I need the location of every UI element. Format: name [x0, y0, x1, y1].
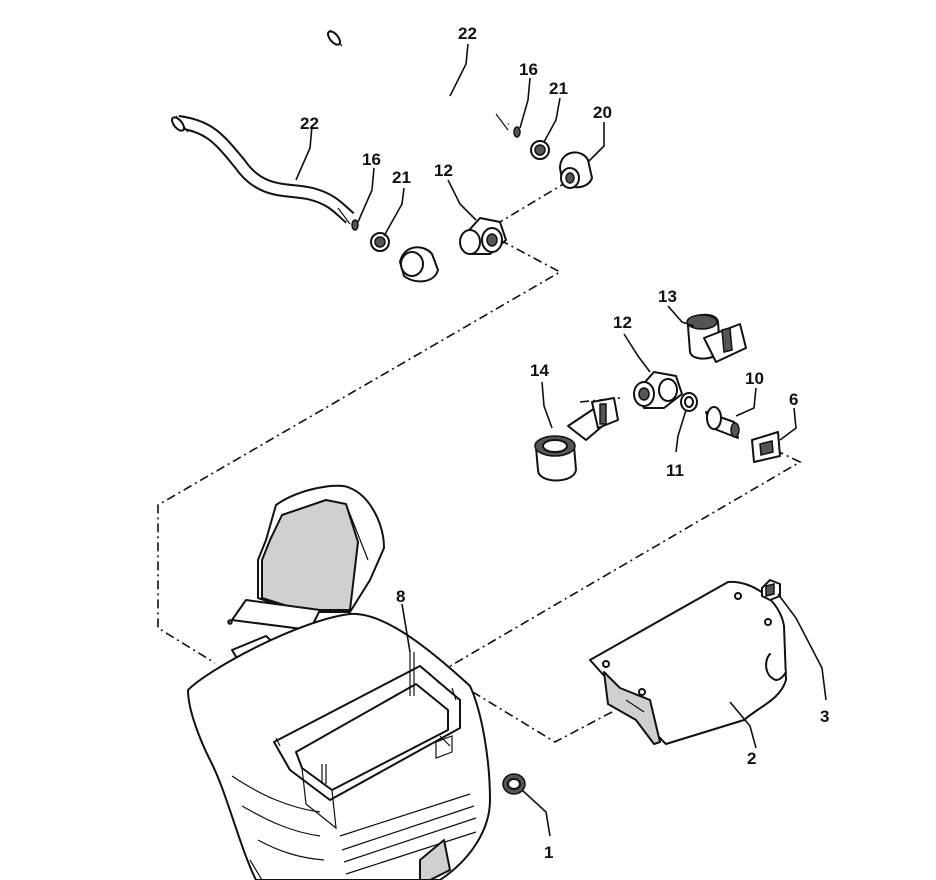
tee-12-upper	[459, 217, 507, 255]
connector-3	[761, 579, 781, 601]
callout-3: 3	[820, 707, 829, 726]
callout-20: 20	[593, 103, 612, 122]
callout-6: 6	[789, 390, 798, 409]
callout-1: 1	[544, 843, 553, 862]
callouts: 22 22 16 16 21 21 20 12 13 12 14 10 6 11…	[300, 24, 829, 862]
callout-22-upper: 22	[458, 24, 477, 43]
callout-8: 8	[396, 587, 405, 606]
gasket-6	[751, 431, 781, 463]
callout-14: 14	[530, 361, 549, 380]
ring-1	[502, 773, 526, 795]
o-ring-16-lower	[351, 219, 359, 231]
callout-12-middle: 12	[613, 313, 632, 332]
nut-21-lower	[370, 232, 390, 252]
tee-12-middle	[633, 371, 683, 409]
nut-21-upper	[530, 140, 550, 160]
ring-11	[680, 392, 698, 412]
machine-housing	[187, 484, 491, 880]
callout-10: 10	[745, 369, 764, 388]
callout-11: 11	[666, 461, 684, 480]
elbow-lower	[399, 246, 439, 283]
valve-14	[534, 397, 619, 482]
cover-2	[589, 580, 787, 745]
callout-21-lower: 21	[392, 168, 411, 187]
callout-13: 13	[658, 287, 677, 306]
valve-13	[686, 313, 747, 363]
elbow-20	[559, 151, 593, 189]
callout-16-upper: 16	[519, 60, 538, 79]
fitting-10	[705, 406, 740, 439]
o-ring-16-upper	[513, 126, 521, 138]
callout-16-lower: 16	[362, 150, 381, 169]
hose-22-upper	[327, 29, 511, 131]
leader-lines	[295, 43, 827, 837]
callout-2: 2	[747, 749, 756, 768]
callout-22-lower: 22	[300, 114, 319, 133]
hose-22-lower	[171, 115, 355, 225]
callout-21-upper: 21	[549, 79, 568, 98]
callout-12-upper: 12	[434, 161, 453, 180]
